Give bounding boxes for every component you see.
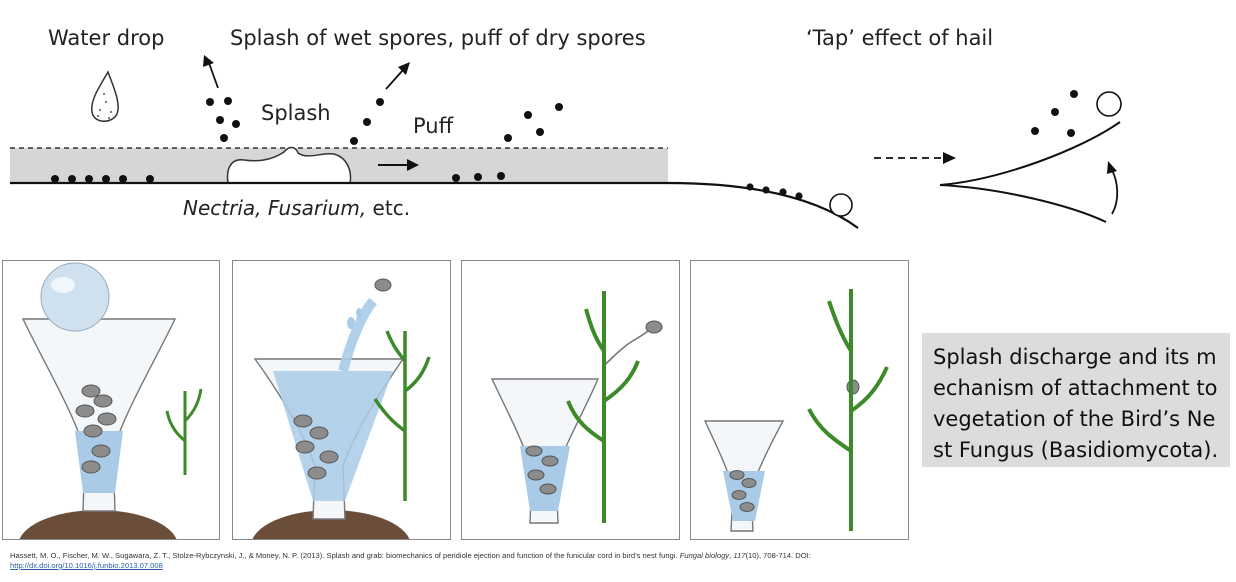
splash-and-puff-heading: Splash of wet spores, puff of dry spores xyxy=(230,26,646,50)
hail-approach-arrow xyxy=(874,152,956,164)
raindrop xyxy=(40,262,110,332)
hail-stone-on-leaf xyxy=(829,193,853,217)
genus-etc-text: etc. xyxy=(366,196,411,220)
puff-direction-arrow xyxy=(378,159,419,171)
tap-effect-heading: ‘Tap’ effect of hail xyxy=(806,26,994,50)
panel-4-illustration xyxy=(703,289,889,532)
panel-splash-ejection xyxy=(232,260,451,540)
genus-italic-text: Nectria, Fusarium, xyxy=(183,196,367,220)
water-drop-icon xyxy=(91,70,119,122)
hail-stone-bounced xyxy=(1096,91,1122,117)
panel-cord-attachment xyxy=(461,260,680,540)
cup-water xyxy=(75,431,123,493)
citation: Hassett, M. O., Fischer, M. W., Sugawara… xyxy=(10,551,811,570)
panel-2-illustration xyxy=(252,278,431,539)
spores-on-surface xyxy=(51,172,803,200)
puff-label: Puff xyxy=(413,114,454,138)
leaf-spring-upper xyxy=(939,121,1121,186)
splash-dispersal-diagram xyxy=(10,55,1122,229)
panel-3-illustration xyxy=(490,291,663,524)
splash-right-arrow xyxy=(385,62,410,90)
cup-body xyxy=(21,318,177,512)
splash-crater xyxy=(226,146,352,184)
genus-label: Nectria, Fusarium, etc. xyxy=(183,196,410,220)
splash-label: Splash xyxy=(261,101,331,125)
panel-raindrop-approach xyxy=(2,260,220,540)
soil-mound xyxy=(19,510,177,539)
caption-box: Splash discharge and its mechanism of at… xyxy=(922,333,1230,467)
panel-vegetation-entangled xyxy=(690,260,909,540)
citation-journal: Fungal biology xyxy=(679,551,730,560)
leaf-spring-arrow xyxy=(1107,161,1119,215)
peridioles xyxy=(75,384,117,474)
citation-doi-link[interactable]: http://dx.doi.org/10.1016/j.funbio.2013.… xyxy=(10,561,163,570)
puffed-spores xyxy=(504,103,563,142)
water-drop-label: Water drop xyxy=(48,26,165,50)
leaf-surface-line xyxy=(10,181,859,229)
small-plant xyxy=(165,388,203,475)
splash-left-arrow xyxy=(203,55,219,89)
citation-issue-pages: (10), 708-714. DOI: xyxy=(745,551,811,560)
citation-volume: 117 xyxy=(733,551,746,560)
leaf-spring-lower xyxy=(939,184,1107,223)
splashed-spores xyxy=(206,97,384,145)
hail-spores xyxy=(1031,90,1078,137)
water-drop-specks xyxy=(97,93,112,119)
panel-1-illustration xyxy=(19,262,203,539)
citation-authors: Hassett, M. O., Fischer, M. W., Sugawara… xyxy=(10,551,680,560)
